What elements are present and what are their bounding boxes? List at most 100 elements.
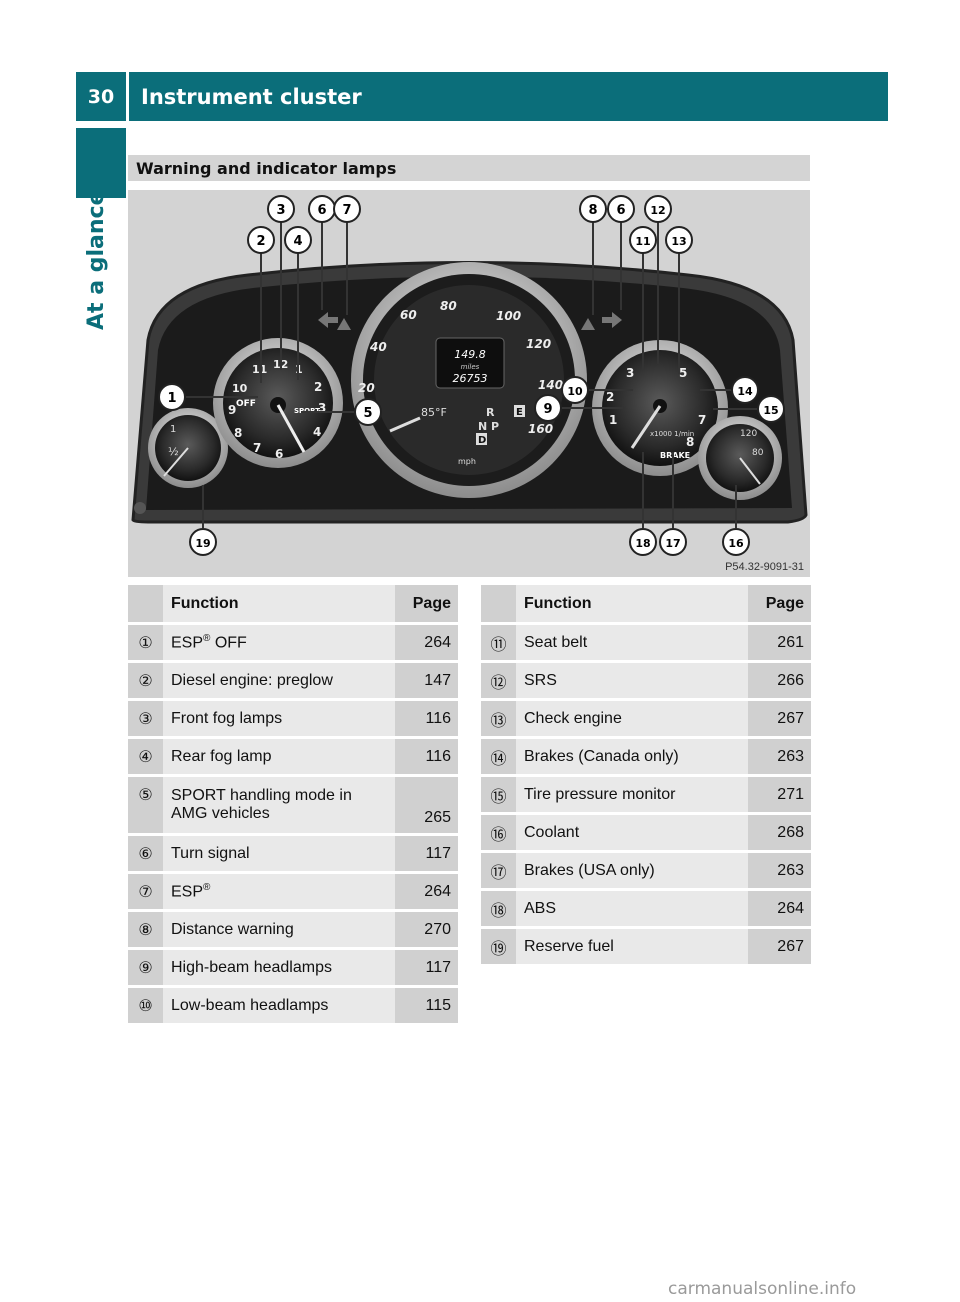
svg-text:7: 7: [698, 413, 706, 427]
callout-16: 16: [722, 528, 750, 556]
svg-text:120: 120: [526, 337, 551, 351]
callout-4: 4: [284, 226, 312, 254]
section-title: Warning and indicator lamps: [136, 158, 397, 178]
table-header-row: Function Page: [128, 585, 458, 624]
svg-text:N: N: [478, 420, 487, 433]
col-number: [128, 585, 163, 624]
callout-9: 9: [534, 394, 562, 422]
svg-text:BRAKE: BRAKE: [660, 451, 690, 460]
svg-text:10: 10: [567, 385, 583, 398]
figure-code: P54.32-9091-31: [725, 561, 804, 573]
svg-text:9: 9: [228, 403, 236, 417]
svg-text:5: 5: [363, 406, 372, 421]
svg-text:miles: miles: [461, 363, 480, 371]
svg-text:½: ½: [168, 445, 179, 458]
svg-text:5: 5: [679, 366, 687, 380]
col-function: Function: [163, 585, 395, 624]
col-number: [481, 585, 516, 624]
svg-text:R: R: [486, 406, 495, 419]
svg-text:60: 60: [400, 308, 417, 322]
svg-text:12: 12: [650, 204, 665, 217]
svg-text:100: 100: [496, 309, 521, 323]
turn-signal-right-icon: [602, 312, 622, 328]
svg-text:7: 7: [342, 203, 351, 218]
col-page: Page: [748, 585, 811, 624]
svg-text:15: 15: [763, 404, 778, 417]
svg-text:4: 4: [313, 425, 321, 439]
callout-14: 14: [731, 376, 759, 404]
svg-text:D: D: [478, 435, 486, 446]
svg-text:11: 11: [252, 363, 267, 376]
col-function: Function: [516, 585, 748, 624]
esp-warning-icon: [337, 318, 351, 330]
svg-text:3: 3: [276, 203, 285, 218]
callout-3: 3: [267, 195, 295, 223]
col-page: Page: [395, 585, 458, 624]
side-tab-block: [76, 128, 126, 198]
svg-text:40: 40: [369, 340, 387, 354]
svg-text:80: 80: [752, 448, 764, 458]
svg-text:6: 6: [317, 203, 326, 218]
svg-text:14: 14: [737, 385, 753, 398]
svg-text:10: 10: [232, 382, 248, 395]
callout-19: 19: [189, 528, 217, 556]
svg-text:2: 2: [314, 380, 322, 394]
side-tab-label: At a glance: [84, 190, 109, 330]
svg-text:80: 80: [440, 299, 457, 313]
callout-1: 1: [158, 383, 186, 411]
callout-5: 5: [354, 398, 382, 426]
callout-6-right: 6: [607, 195, 635, 223]
svg-text:6: 6: [275, 447, 283, 461]
callout-18: 18: [629, 528, 657, 556]
svg-text:20: 20: [358, 381, 375, 395]
svg-text:4: 4: [293, 234, 302, 249]
svg-text:mph: mph: [458, 457, 476, 466]
svg-text:9: 9: [543, 402, 552, 417]
callout-15: 15: [757, 395, 785, 423]
footer-site-link[interactable]: carmanualsonline.info: [668, 1279, 857, 1299]
svg-text:16: 16: [728, 537, 744, 550]
header-divider: [126, 72, 129, 121]
callout-10: 10: [561, 376, 589, 404]
svg-text:P: P: [491, 420, 499, 433]
svg-text:7: 7: [253, 441, 261, 455]
svg-text:8: 8: [588, 203, 597, 218]
svg-text:6: 6: [616, 203, 625, 218]
svg-text:140: 140: [538, 378, 563, 392]
callout-7: 7: [333, 195, 361, 223]
reset-knob: [134, 502, 146, 514]
svg-text:OFF: OFF: [236, 399, 256, 409]
svg-text:1: 1: [609, 413, 617, 427]
svg-text:11: 11: [635, 235, 650, 248]
svg-text:8: 8: [686, 435, 694, 449]
svg-text:120: 120: [740, 429, 757, 439]
svg-text:85°F: 85°F: [421, 406, 447, 419]
svg-text:17: 17: [665, 537, 680, 550]
callout-13: 13: [665, 226, 693, 254]
svg-text:26753: 26753: [453, 372, 488, 385]
svg-text:3: 3: [626, 366, 634, 380]
distance-warning-icon: [581, 318, 595, 330]
table-header-row: Function Page: [481, 585, 811, 624]
svg-text:18: 18: [635, 537, 650, 550]
instrument-cluster-illustration: 1 ½ 10 9 8 7 6 4 3 2 11 12 1 OFF SPORT 1…: [131, 195, 808, 556]
svg-text:1: 1: [170, 424, 176, 435]
callout-12: 12: [644, 195, 672, 223]
svg-text:149.8: 149.8: [454, 348, 486, 361]
callout-6-left: 6: [308, 195, 336, 223]
callout-8: 8: [579, 195, 607, 223]
